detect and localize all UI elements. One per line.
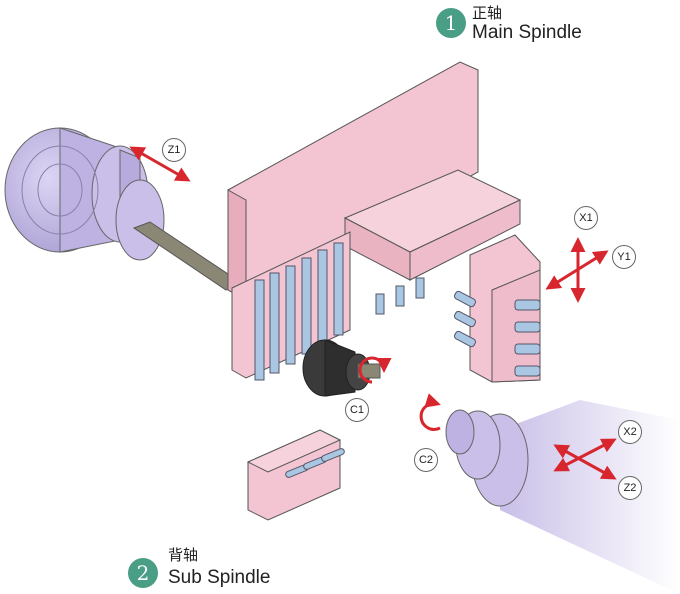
axis-label-x2: X2	[618, 420, 642, 444]
z1-arrow	[129, 146, 191, 182]
sub-spindle-english-label: Sub Spindle	[168, 567, 271, 588]
axis-label-c1: C1	[345, 398, 369, 422]
axis-label-c2: C2	[414, 448, 438, 472]
y1-arrow	[545, 250, 609, 290]
axis-label-z1: Z1	[162, 138, 186, 162]
guide-bushing	[302, 339, 381, 397]
main-spindle-english-label: Main Spindle	[472, 22, 582, 43]
sub-spindle-chinese-label: 背轴	[168, 546, 199, 564]
sub-spindle-assembly	[445, 400, 680, 594]
c1-rotation-arrow	[358, 356, 392, 384]
main-spindle-chinese-label: 正轴	[472, 4, 503, 22]
z2-arrow	[553, 444, 617, 480]
main-spindle-badge: 1	[436, 8, 466, 38]
motion-arrows	[129, 146, 617, 480]
sub-spindle-badge: 2	[128, 558, 158, 588]
gang-tools	[254, 242, 344, 381]
live-tools	[375, 277, 541, 377]
axis-label-x1: X1	[574, 206, 598, 230]
axis-label-y1: Y1	[612, 245, 636, 269]
axis-label-z2: Z2	[618, 476, 642, 500]
main-spindle-assembly	[4, 127, 241, 291]
sub-tool-block	[246, 429, 345, 521]
c2-rotation-arrow	[419, 393, 441, 431]
